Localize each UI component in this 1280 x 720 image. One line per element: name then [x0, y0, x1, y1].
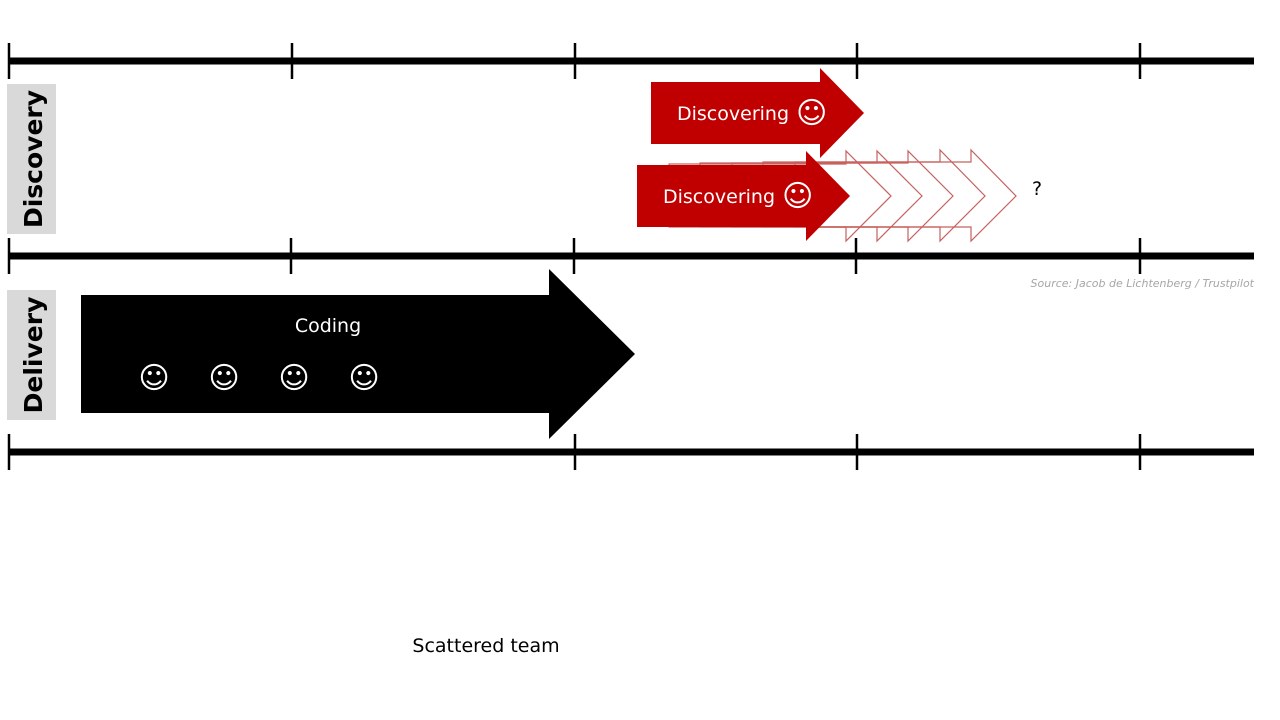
team-member-smiley-icon: ☺ [138, 361, 169, 396]
ghost-arrow [794, 148, 1017, 243]
timeline-middle [7, 238, 1254, 274]
smiley-icon: ☺ [796, 96, 827, 131]
caption: Scattered team [412, 635, 559, 657]
discovering-arrow-1: Discovering ☺ [651, 68, 864, 158]
discovering-arrow-2: Discovering ☺ [637, 151, 850, 241]
team-member-smiley-icon: ☺ [208, 361, 239, 396]
lane-label-delivery: Delivery [7, 290, 56, 420]
timeline-bottom [7, 434, 1254, 470]
team-member-smiley-icon: ☺ [278, 361, 309, 396]
coding-arrow-label: Coding [295, 315, 361, 337]
uncertainty-marker: ? [1032, 178, 1042, 200]
discovering-arrow-1-label: Discovering [677, 103, 789, 125]
team-member-smiley-icon: ☺ [348, 361, 379, 396]
lane-label-discovery-text: Discovery [19, 90, 48, 228]
source-credit: Source: Jacob de Lichtenberg / Trustpilo… [1031, 277, 1255, 290]
lane-label-delivery-text: Delivery [19, 297, 48, 414]
lane-label-discovery: Discovery [7, 84, 56, 234]
timeline-top [7, 43, 1254, 79]
discovering-arrow-2-label: Discovering [663, 186, 775, 208]
coding-arrow: Coding ☺ ☺ ☺ ☺ [81, 269, 635, 439]
smiley-icon: ☺ [782, 179, 813, 214]
